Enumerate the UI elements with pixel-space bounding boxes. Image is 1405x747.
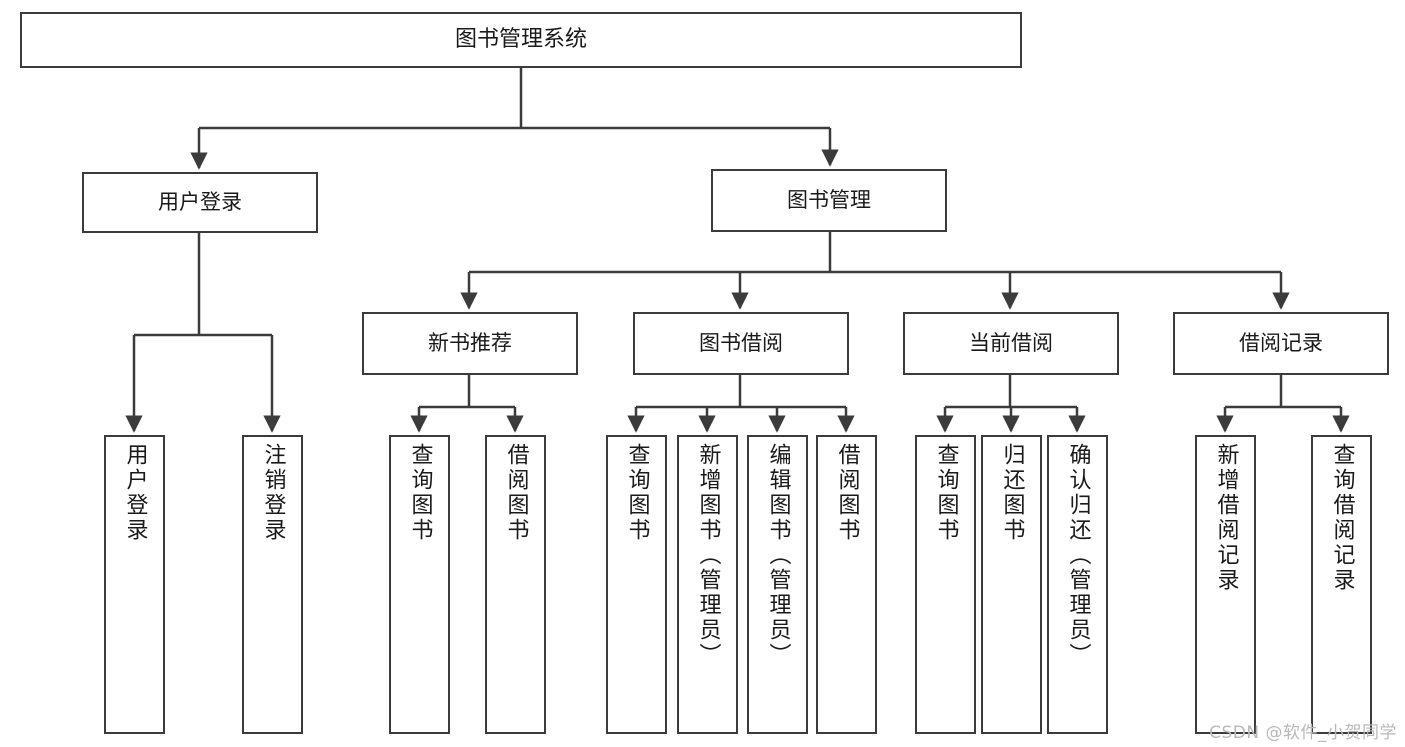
leaf-borrow-add-book[interactable]: 新增图书（管理员） [677,435,738,734]
node-label: 查询图书 [624,443,650,543]
node-label: 新书推荐 [428,330,512,355]
node-label: 查询图书 [407,443,433,543]
node-label: 图书管理 [787,187,871,212]
node-label: 注销登录 [260,443,286,543]
node-book-borrow[interactable]: 图书借阅 [633,312,849,375]
node-label: 新增图书（管理员） [695,443,721,668]
node-user-login[interactable]: 用户登录 [82,172,318,233]
node-label: 当前借阅 [969,330,1053,355]
node-root-system[interactable]: 图书管理系统 [20,12,1022,68]
leaf-current-confirm-return[interactable]: 确认归还（管理员） [1047,435,1108,734]
node-label: 查询借阅记录 [1329,443,1355,593]
node-label: 归还图书 [999,443,1025,543]
node-book-manage[interactable]: 图书管理 [711,169,947,232]
leaf-current-query-book[interactable]: 查询图书 [915,435,976,734]
leaf-user-login[interactable]: 用户登录 [104,435,165,734]
leaf-record-add[interactable]: 新增借阅记录 [1195,435,1256,734]
node-label: 用户登录 [122,443,148,543]
node-label: 确认归还（管理员） [1065,443,1091,668]
leaf-borrow-borrow-book[interactable]: 借阅图书 [816,435,877,734]
node-label: 新增借阅记录 [1213,443,1239,593]
node-label: 编辑图书（管理员） [765,443,791,668]
leaf-current-return-book[interactable]: 归还图书 [981,435,1042,734]
leaf-borrow-query-book[interactable]: 查询图书 [606,435,667,734]
node-label: 借阅图书 [503,443,529,543]
node-label: 借阅图书 [834,443,860,543]
node-label: 图书管理系统 [454,26,587,52]
node-label: 用户登录 [158,189,242,214]
leaf-record-query[interactable]: 查询借阅记录 [1311,435,1372,734]
node-borrow-record[interactable]: 借阅记录 [1173,312,1389,375]
leaf-newbook-query-book[interactable]: 查询图书 [389,435,450,734]
leaf-logout[interactable]: 注销登录 [242,435,303,734]
node-label: 图书借阅 [699,330,783,355]
node-current-borrow[interactable]: 当前借阅 [903,312,1119,375]
node-label: 查询图书 [933,443,959,543]
node-new-book-recommend[interactable]: 新书推荐 [362,312,578,375]
leaf-borrow-edit-book[interactable]: 编辑图书（管理员） [747,435,808,734]
node-label: 借阅记录 [1239,330,1323,355]
leaf-newbook-borrow-book[interactable]: 借阅图书 [485,435,546,734]
